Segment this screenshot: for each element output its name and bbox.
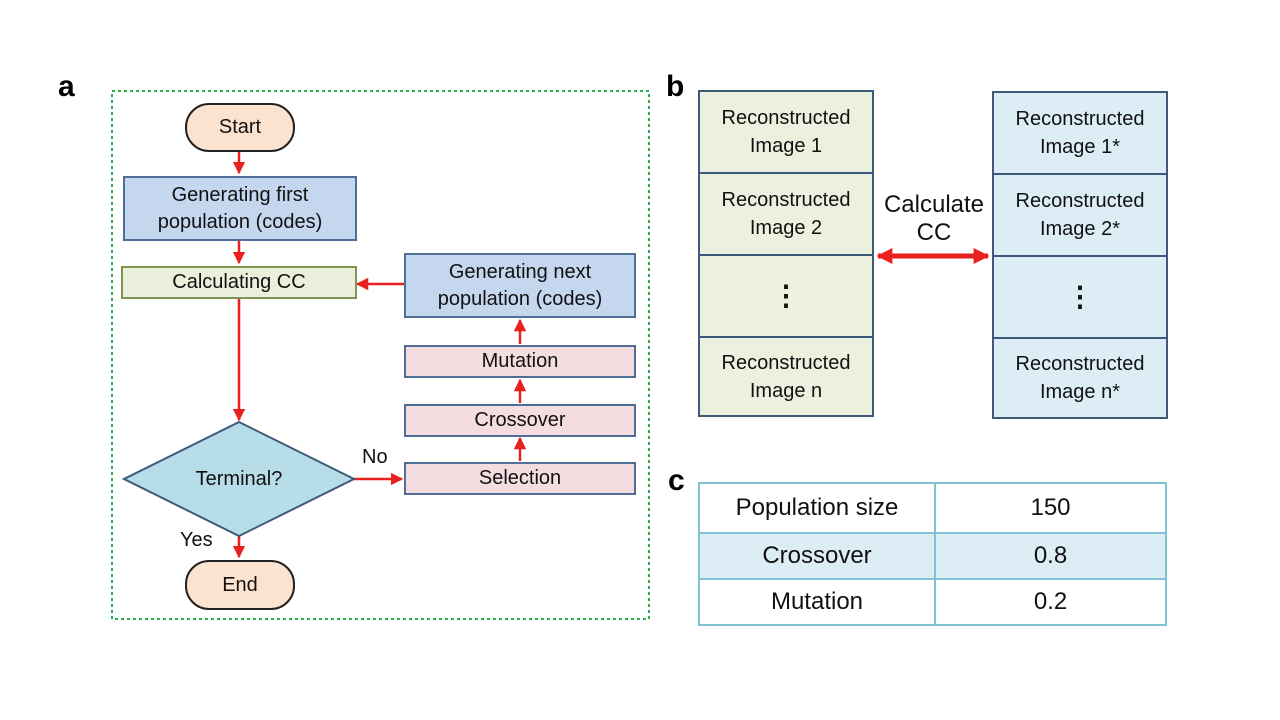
calculate-cc-label: Calculate CC <box>883 191 985 246</box>
right-ellipsis: ⋮ <box>992 255 1168 339</box>
left-image-2: Reconstructed Image 2 <box>698 172 874 256</box>
start-node: Start <box>185 103 295 152</box>
no-label: No <box>362 446 388 468</box>
flowchart-frame <box>111 90 650 620</box>
calculating-cc-node: Calculating CC <box>121 266 357 299</box>
parameter-table: Population size 150 Crossover 0.8 Mutati… <box>698 482 1167 626</box>
right-image-2: Reconstructed Image 2* <box>992 173 1168 257</box>
selection-node: Selection <box>404 462 636 495</box>
crossover-node: Crossover <box>404 404 636 437</box>
right-image-1: Reconstructed Image 1* <box>992 91 1168 175</box>
right-image-n: Reconstructed Image n* <box>992 337 1168 419</box>
left-image-1: Reconstructed Image 1 <box>698 90 874 174</box>
terminal-node-label: Terminal? <box>195 467 283 490</box>
param-value-cell: 0.8 <box>934 532 1167 580</box>
generating-first-population-node: Generating first population (codes) <box>123 176 357 241</box>
left-image-n: Reconstructed Image n <box>698 336 874 417</box>
param-value-cell: 0.2 <box>934 578 1167 626</box>
panel-label-c: c <box>668 464 685 497</box>
generating-next-population-node: Generating next population (codes) <box>404 253 636 318</box>
mutation-node: Mutation <box>404 345 636 378</box>
panel-label-a: a <box>58 70 75 103</box>
param-name-cell: Mutation <box>698 578 936 626</box>
table-row: Mutation 0.2 <box>698 578 1167 626</box>
panel-label-b: b <box>666 70 685 103</box>
table-row: Crossover 0.8 <box>698 532 1167 580</box>
left-ellipsis: ⋮ <box>698 254 874 338</box>
table-row: Population size 150 <box>698 482 1167 534</box>
end-node: End <box>185 560 295 610</box>
yes-label: Yes <box>180 529 213 551</box>
param-value-cell: 150 <box>934 482 1167 534</box>
param-name-cell: Population size <box>698 482 936 534</box>
param-name-cell: Crossover <box>698 532 936 580</box>
terminal-decision-diamond <box>121 420 357 538</box>
